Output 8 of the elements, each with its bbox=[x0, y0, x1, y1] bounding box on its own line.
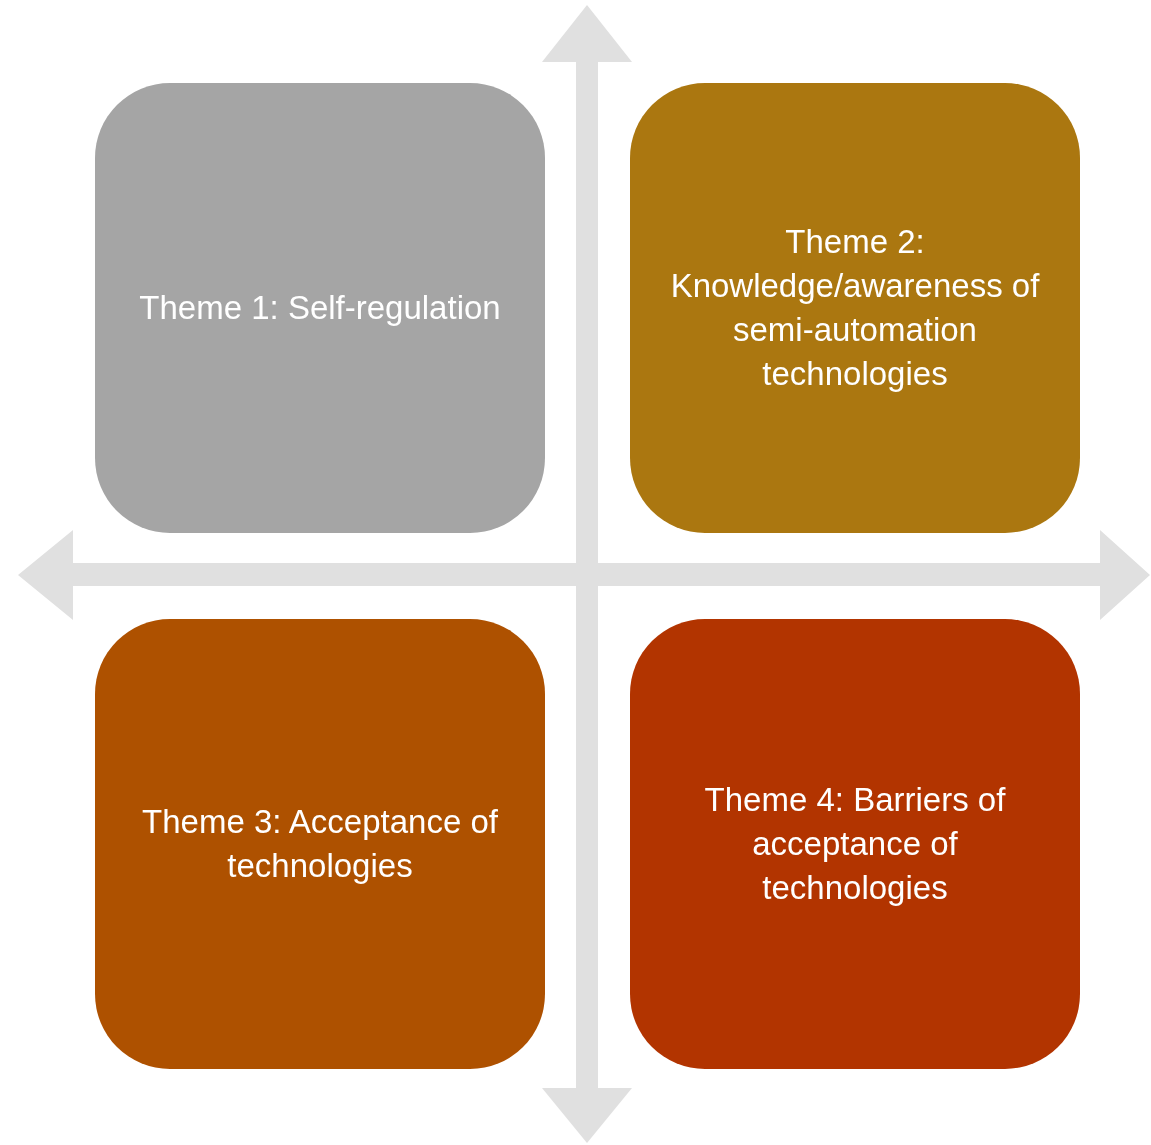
theme-card bbox=[630, 619, 1080, 1069]
theme-card bbox=[95, 83, 545, 533]
theme-label: Theme 3: Acceptance of technologies bbox=[141, 802, 499, 886]
theme-label: Theme 2: Knowledge/awareness of semi-automation technologies bbox=[670, 222, 1040, 394]
theme-card bbox=[630, 83, 1080, 533]
theme-label: Theme 4: Barriers of acceptance of technologies bbox=[703, 780, 1007, 908]
theme-card bbox=[95, 619, 545, 1069]
theme-label: Theme 1: Self-regulation bbox=[139, 288, 501, 328]
